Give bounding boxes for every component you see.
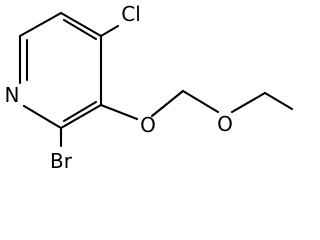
bond-c2-c3-inner: [62, 100, 98, 123]
atom-label-oxygen-ether: O: [140, 113, 156, 137]
bond-c3-o1: [99, 103, 139, 121]
bond-o2-ch3: [230, 91, 267, 114]
bond-c6-cl: [99, 24, 120, 38]
chemical-structure: N Cl Br O O: [5, 2, 294, 173]
atom-label-bromine: Br: [50, 149, 73, 173]
bond-c2-c3: [59, 103, 103, 130]
bond-o1-ch2: [150, 89, 185, 118]
atom-label-oxygen-methoxy: O: [217, 112, 233, 136]
bond-n-c2: [22, 104, 63, 130]
bond-c5-c6: [59, 11, 103, 38]
bond-ch2-o2: [181, 89, 220, 114]
bond-c5-c6-inner: [62, 18, 98, 41]
atom-label-chlorine: Cl: [121, 2, 141, 26]
bond-methyl: [263, 91, 294, 111]
atom-label-nitrogen: N: [5, 83, 20, 107]
bond-c5-c4: [18, 11, 63, 38]
